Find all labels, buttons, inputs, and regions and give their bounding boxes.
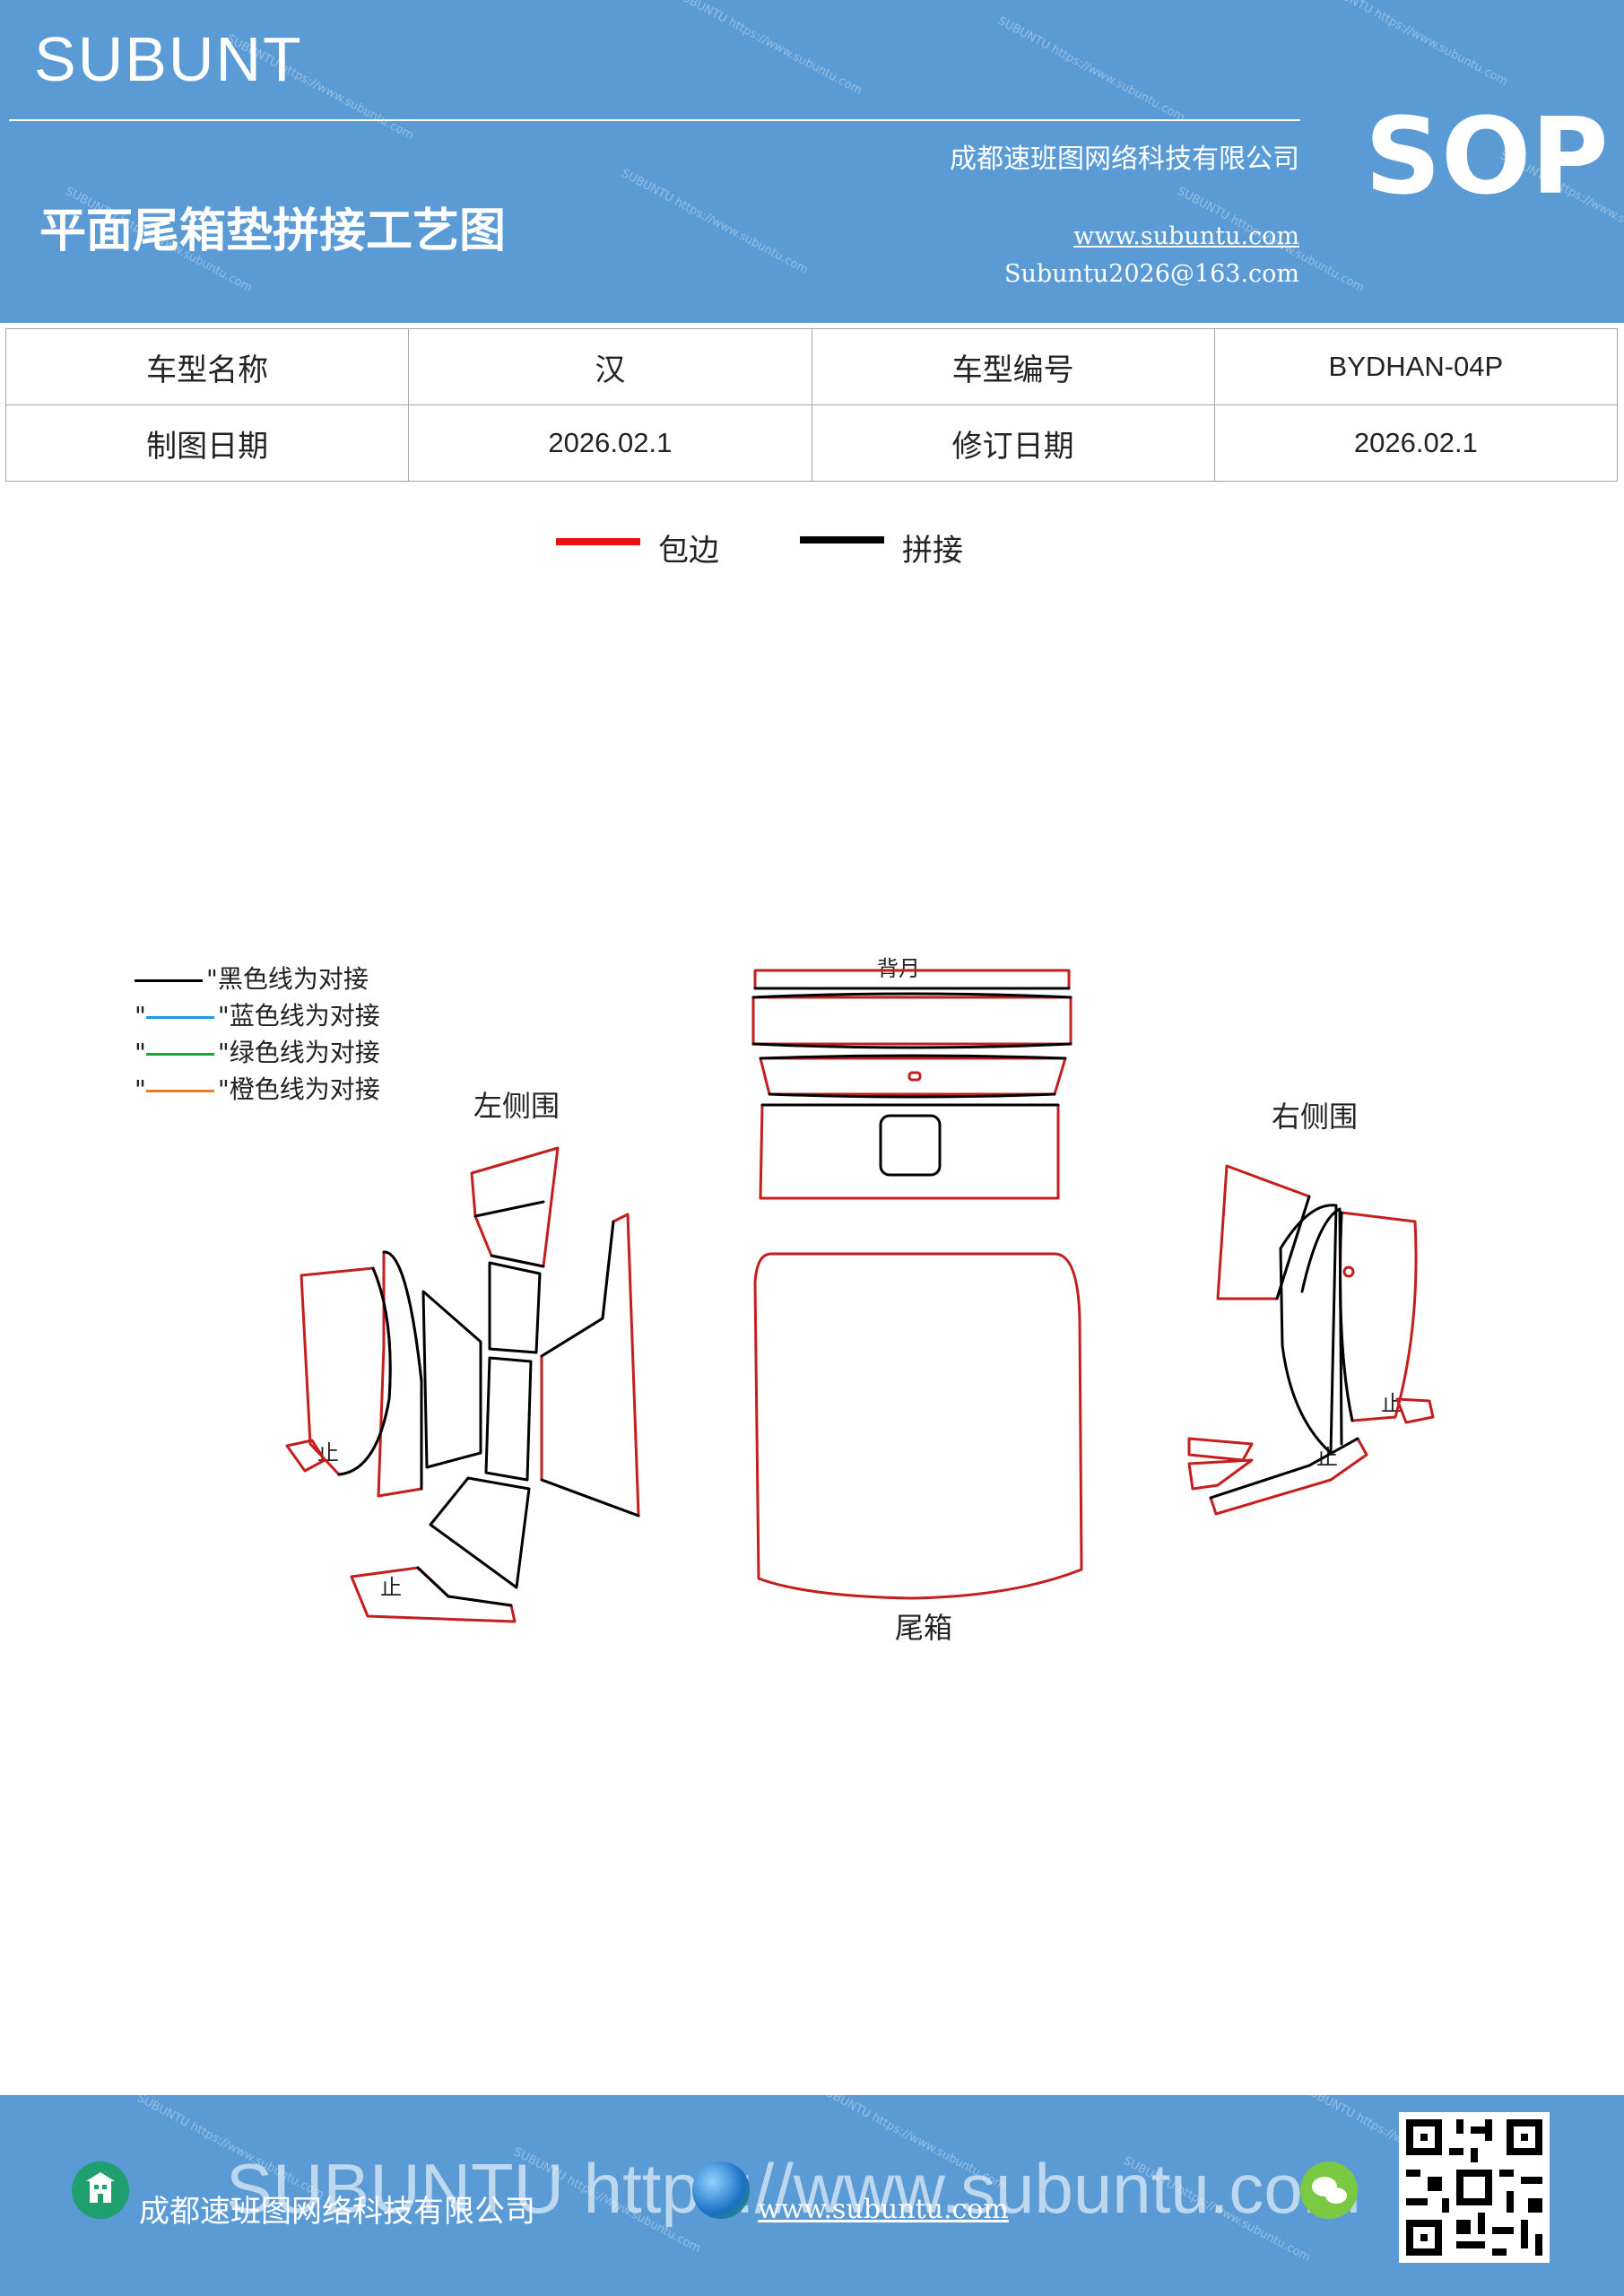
model-code-label: 车型编号 bbox=[811, 328, 1215, 405]
back-panel-upper bbox=[751, 996, 1073, 1046]
back-label: 背月 bbox=[877, 956, 920, 981]
note-orange: " "橙色线为对接 bbox=[135, 1070, 380, 1106]
left-panel-mid bbox=[488, 1261, 542, 1354]
qr-code-icon bbox=[1399, 2112, 1550, 2263]
seam-line bbox=[382, 1250, 423, 1491]
draw-date-value: 2026.02.1 bbox=[408, 404, 812, 482]
right-side-panels bbox=[1187, 1164, 1435, 1516]
model-name-value: 汉 bbox=[408, 328, 812, 405]
right-strip bbox=[1209, 1437, 1368, 1516]
left-side-label: 左侧围 bbox=[473, 1089, 560, 1123]
left-tab bbox=[285, 1439, 326, 1473]
right-tab bbox=[1395, 1397, 1435, 1424]
left-panel-inner bbox=[421, 1290, 482, 1469]
note-text: "蓝色线为对接 bbox=[217, 1001, 380, 1031]
header-banner: SUBUNTU https://www.subuntu.com SUBUNTU … bbox=[0, 0, 1624, 323]
legend-black-line bbox=[800, 536, 884, 544]
stop-mark: 止 bbox=[380, 1575, 402, 1600]
note-green: " "绿色线为对接 bbox=[135, 1033, 380, 1069]
right-panel-outer bbox=[1339, 1211, 1418, 1422]
brand-name: SUBUNT bbox=[34, 24, 303, 94]
note-prefix: " bbox=[135, 1038, 146, 1067]
note-text: "绿色线为对接 bbox=[217, 1038, 380, 1067]
header-divider bbox=[9, 119, 1300, 121]
trunk-label: 尾箱 bbox=[895, 1611, 953, 1645]
legend-black-label: 拼接 bbox=[902, 533, 963, 569]
page-title: 平面尾箱垫拼接工艺图 bbox=[39, 204, 507, 258]
model-name-label: 车型名称 bbox=[4, 328, 410, 405]
footer-watermark: SUBUNTU https://www.subuntu.com bbox=[226, 2149, 1361, 2228]
seam-line bbox=[1339, 1211, 1354, 1422]
note-black: "黑色线为对接 bbox=[135, 960, 369, 996]
seam-line bbox=[1209, 1437, 1359, 1500]
email-address: Subuntu2026@163.com bbox=[1004, 260, 1299, 288]
footer-url[interactable]: www.subuntu.com bbox=[758, 2194, 1009, 2225]
note-prefix: " bbox=[135, 1001, 146, 1031]
table-row: 制图日期 2026.02.1 修订日期 2026.02.1 bbox=[4, 404, 1619, 482]
wechat-icon bbox=[1300, 2161, 1358, 2219]
right-side-label: 右侧围 bbox=[1272, 1100, 1359, 1134]
footer-company: 成都速班图网络科技有限公司 bbox=[139, 2194, 535, 2230]
back-panel-lower bbox=[759, 1103, 1060, 1200]
hole-mark bbox=[1342, 1265, 1355, 1278]
left-strip bbox=[350, 1566, 517, 1623]
draw-date-label: 制图日期 bbox=[4, 404, 410, 482]
seam-line bbox=[759, 1054, 1067, 1060]
note-line bbox=[135, 978, 203, 982]
note-prefix: " bbox=[135, 1074, 146, 1104]
seam-line bbox=[751, 1042, 1073, 1049]
note-blue: " "蓝色线为对接 bbox=[135, 996, 380, 1032]
trunk-mat bbox=[753, 1252, 1083, 1600]
seam-line bbox=[1300, 1207, 1343, 1446]
right-panel-arch bbox=[1279, 1204, 1338, 1455]
back-panel-strip bbox=[753, 969, 1071, 990]
revise-date-label: 修订日期 bbox=[811, 404, 1215, 482]
revise-date-value: 2026.02.1 bbox=[1213, 404, 1619, 482]
right-panel-top bbox=[1216, 1164, 1311, 1300]
left-panel-right bbox=[540, 1213, 640, 1518]
note-text: "黑色线为对接 bbox=[206, 964, 369, 994]
right-strip-small bbox=[1187, 1437, 1254, 1462]
sop-badge: SOP bbox=[1365, 94, 1609, 218]
back-panel-middle bbox=[759, 1057, 1067, 1096]
note-line bbox=[145, 1052, 214, 1056]
seam-line bbox=[768, 1092, 1056, 1099]
note-text: "橙色线为对接 bbox=[217, 1074, 380, 1104]
info-table: 车型名称 汉 车型编号 BYDHAN-04P 制图日期 2026.02.1 修订… bbox=[4, 328, 1619, 482]
left-panel-center bbox=[484, 1356, 533, 1482]
hole-mark bbox=[908, 1071, 922, 1082]
right-strip-small bbox=[1187, 1458, 1254, 1491]
left-side-panels bbox=[285, 1146, 640, 1623]
model-code-value: BYDHAN-04P bbox=[1213, 328, 1619, 405]
seam-line bbox=[337, 1266, 392, 1476]
left-panel-arch bbox=[377, 1250, 423, 1498]
note-line bbox=[145, 1015, 214, 1019]
note-line bbox=[145, 1089, 214, 1092]
globe-icon bbox=[692, 2161, 750, 2219]
company-name: 成都速班图网络科技有限公司 bbox=[950, 144, 1299, 175]
cutout bbox=[879, 1114, 942, 1177]
building-icon bbox=[72, 2161, 129, 2219]
seam-line bbox=[416, 1566, 513, 1607]
table-row: 车型名称 汉 车型编号 BYDHAN-04P bbox=[4, 328, 1619, 405]
left-panel-bottom bbox=[429, 1476, 531, 1589]
seam-line bbox=[751, 992, 1073, 999]
legend-red-label: 包边 bbox=[658, 533, 719, 569]
back-panels bbox=[751, 969, 1073, 1200]
website-link[interactable]: www.subuntu.com bbox=[1073, 222, 1299, 250]
legend-red-line bbox=[556, 538, 640, 545]
seam-line bbox=[540, 1220, 640, 1518]
seam-line bbox=[473, 1200, 545, 1268]
